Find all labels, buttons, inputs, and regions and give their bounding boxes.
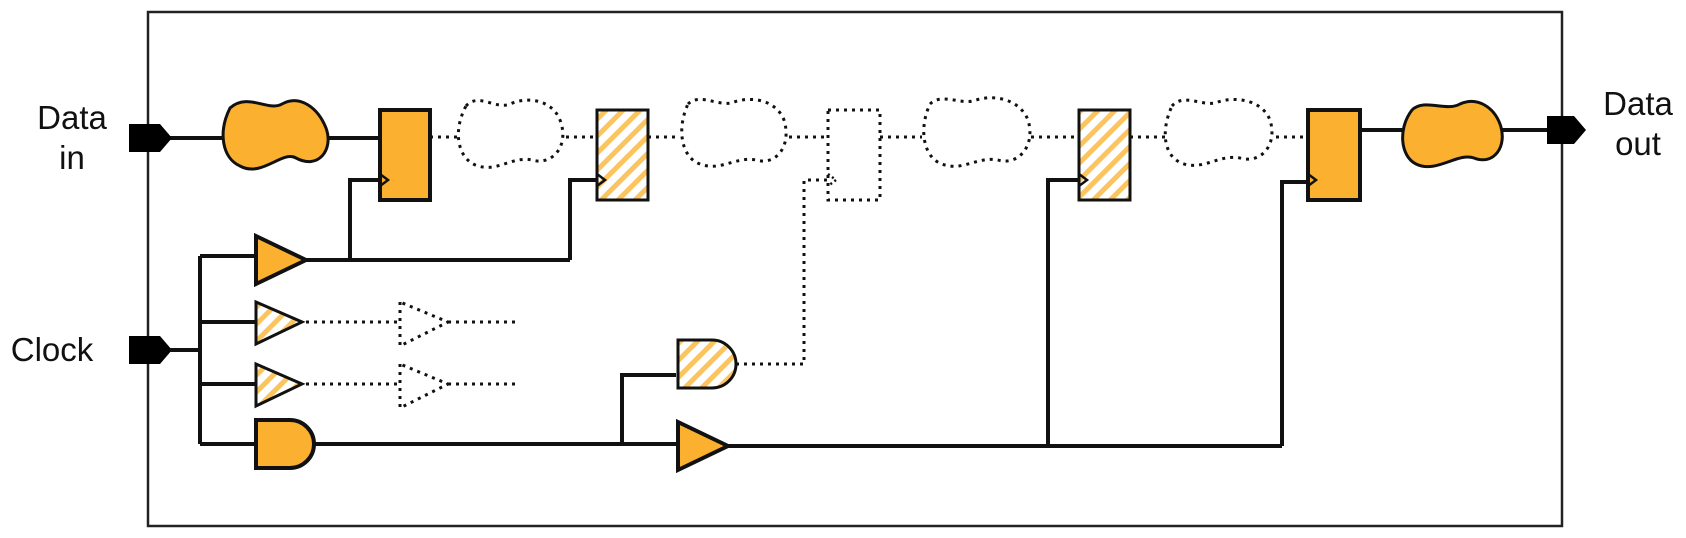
logic-cloud-inactive-3 <box>922 96 1032 168</box>
register-2-hatched <box>595 108 650 202</box>
clock-buffer-hatched-1 <box>254 299 306 347</box>
data-out-label: Data out <box>1596 84 1680 164</box>
clock-label: Clock <box>4 330 100 370</box>
data-in-label-line-2: in <box>59 139 85 176</box>
clock-gate-and-active <box>254 418 316 470</box>
register-1-active <box>378 108 432 202</box>
register-4-hatched <box>1077 108 1132 202</box>
data-out-label-line-2: out <box>1615 125 1661 162</box>
clock-buffer-hatched-2 <box>254 361 306 409</box>
clock-tree-solid <box>170 178 1308 448</box>
logic-cloud-active-output <box>1401 100 1504 169</box>
clock-port <box>129 336 172 364</box>
clock-buffer-active-2 <box>676 418 733 474</box>
logic-cloud-inactive-2 <box>680 97 788 168</box>
logic-cloud-inactive-1 <box>456 98 565 169</box>
logic-cloud-inactive-4 <box>1163 98 1274 167</box>
register-5-active <box>1306 108 1362 202</box>
data-in-label: Data in <box>28 98 116 178</box>
data-out-port <box>1547 116 1586 144</box>
register-3-inactive <box>826 108 882 202</box>
module-boundary <box>146 10 1564 528</box>
logic-cloud-active-input <box>221 99 330 171</box>
data-out-label-line-1: Data <box>1603 85 1673 122</box>
clock-buffer-inactive-1 <box>398 299 452 349</box>
clock-buffer-active <box>254 232 311 288</box>
clock-gate-and-hatched <box>676 338 738 390</box>
data-in-port <box>129 124 172 152</box>
data-in-label-line-1: Data <box>37 99 107 136</box>
clock-tree-dotted <box>306 178 828 386</box>
clock-label-text: Clock <box>10 331 94 368</box>
clock-buffer-inactive-2 <box>398 361 452 411</box>
